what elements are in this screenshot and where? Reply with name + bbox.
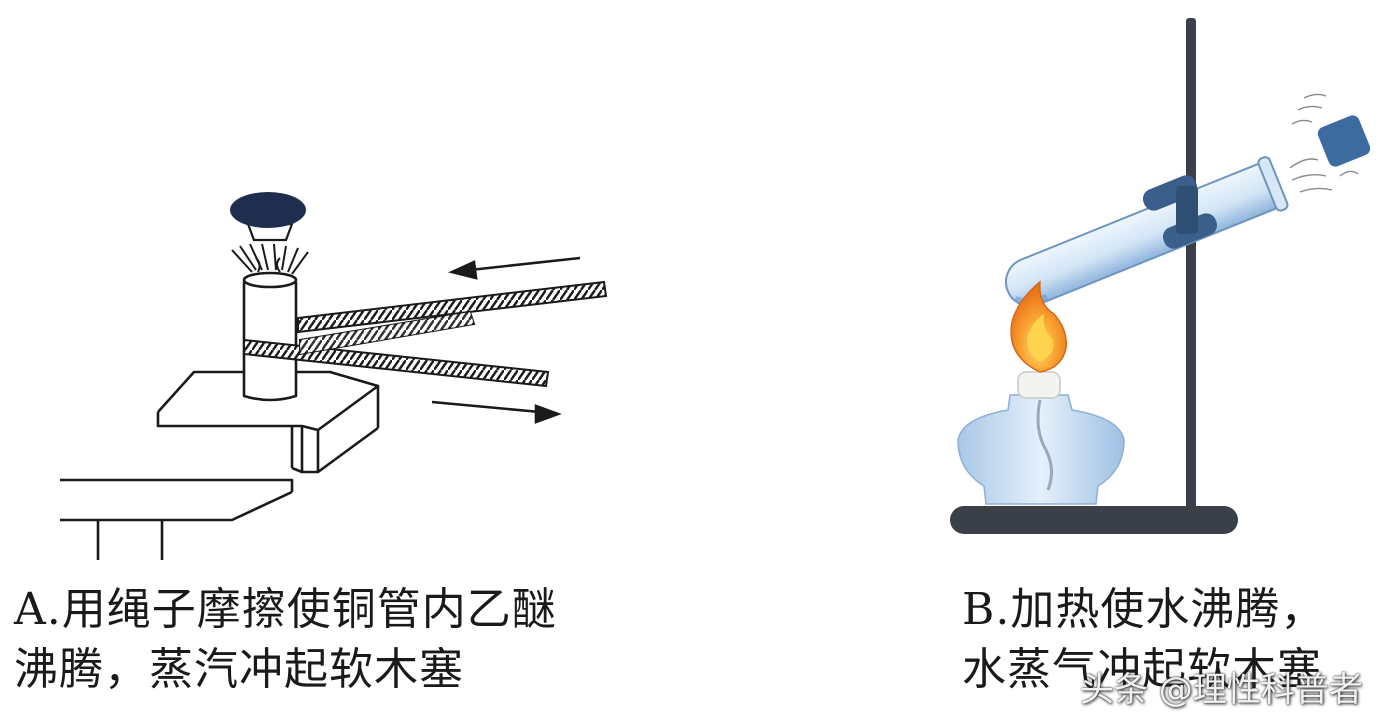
caption-b: B.加热使水沸腾， 水蒸气冲起软木塞 — [962, 580, 1325, 700]
steam-lines — [231, 243, 309, 275]
watermark: 头条 @理性科普者 — [1080, 670, 1363, 710]
tube-clamp — [1142, 175, 1218, 249]
cork-stopper-a — [230, 192, 306, 242]
copper-tube — [242, 271, 298, 402]
table-base — [60, 478, 294, 560]
rope-cross-strand — [299, 310, 476, 356]
caption-a-line2: 沸腾，蒸汽冲起软木塞 — [14, 644, 464, 695]
steam-wisps — [1289, 93, 1359, 193]
cork-stopper-b — [1317, 115, 1371, 167]
clamp-bracket — [156, 370, 380, 474]
test-tube — [1005, 156, 1289, 307]
caption-a: A.用绳子摩擦使铜管内乙醚 沸腾，蒸汽冲起软木塞 — [14, 580, 557, 700]
apparatus-a — [60, 243, 380, 560]
caption-b-line1: B.加热使水沸腾， — [962, 584, 1326, 635]
arrow-right — [431, 400, 562, 424]
rope — [243, 280, 608, 388]
caption-a-line1: A.用绳子摩擦使铜管内乙醚 — [14, 584, 557, 635]
rope-upper-strand — [297, 280, 608, 334]
iron-stand — [950, 18, 1238, 534]
caption-b-line2: 水蒸气冲起软木塞 — [962, 644, 1322, 695]
arrow-left — [448, 256, 581, 280]
alcohol-lamp — [957, 371, 1125, 505]
flame — [1010, 280, 1067, 373]
rope-lower-strand — [243, 338, 550, 388]
